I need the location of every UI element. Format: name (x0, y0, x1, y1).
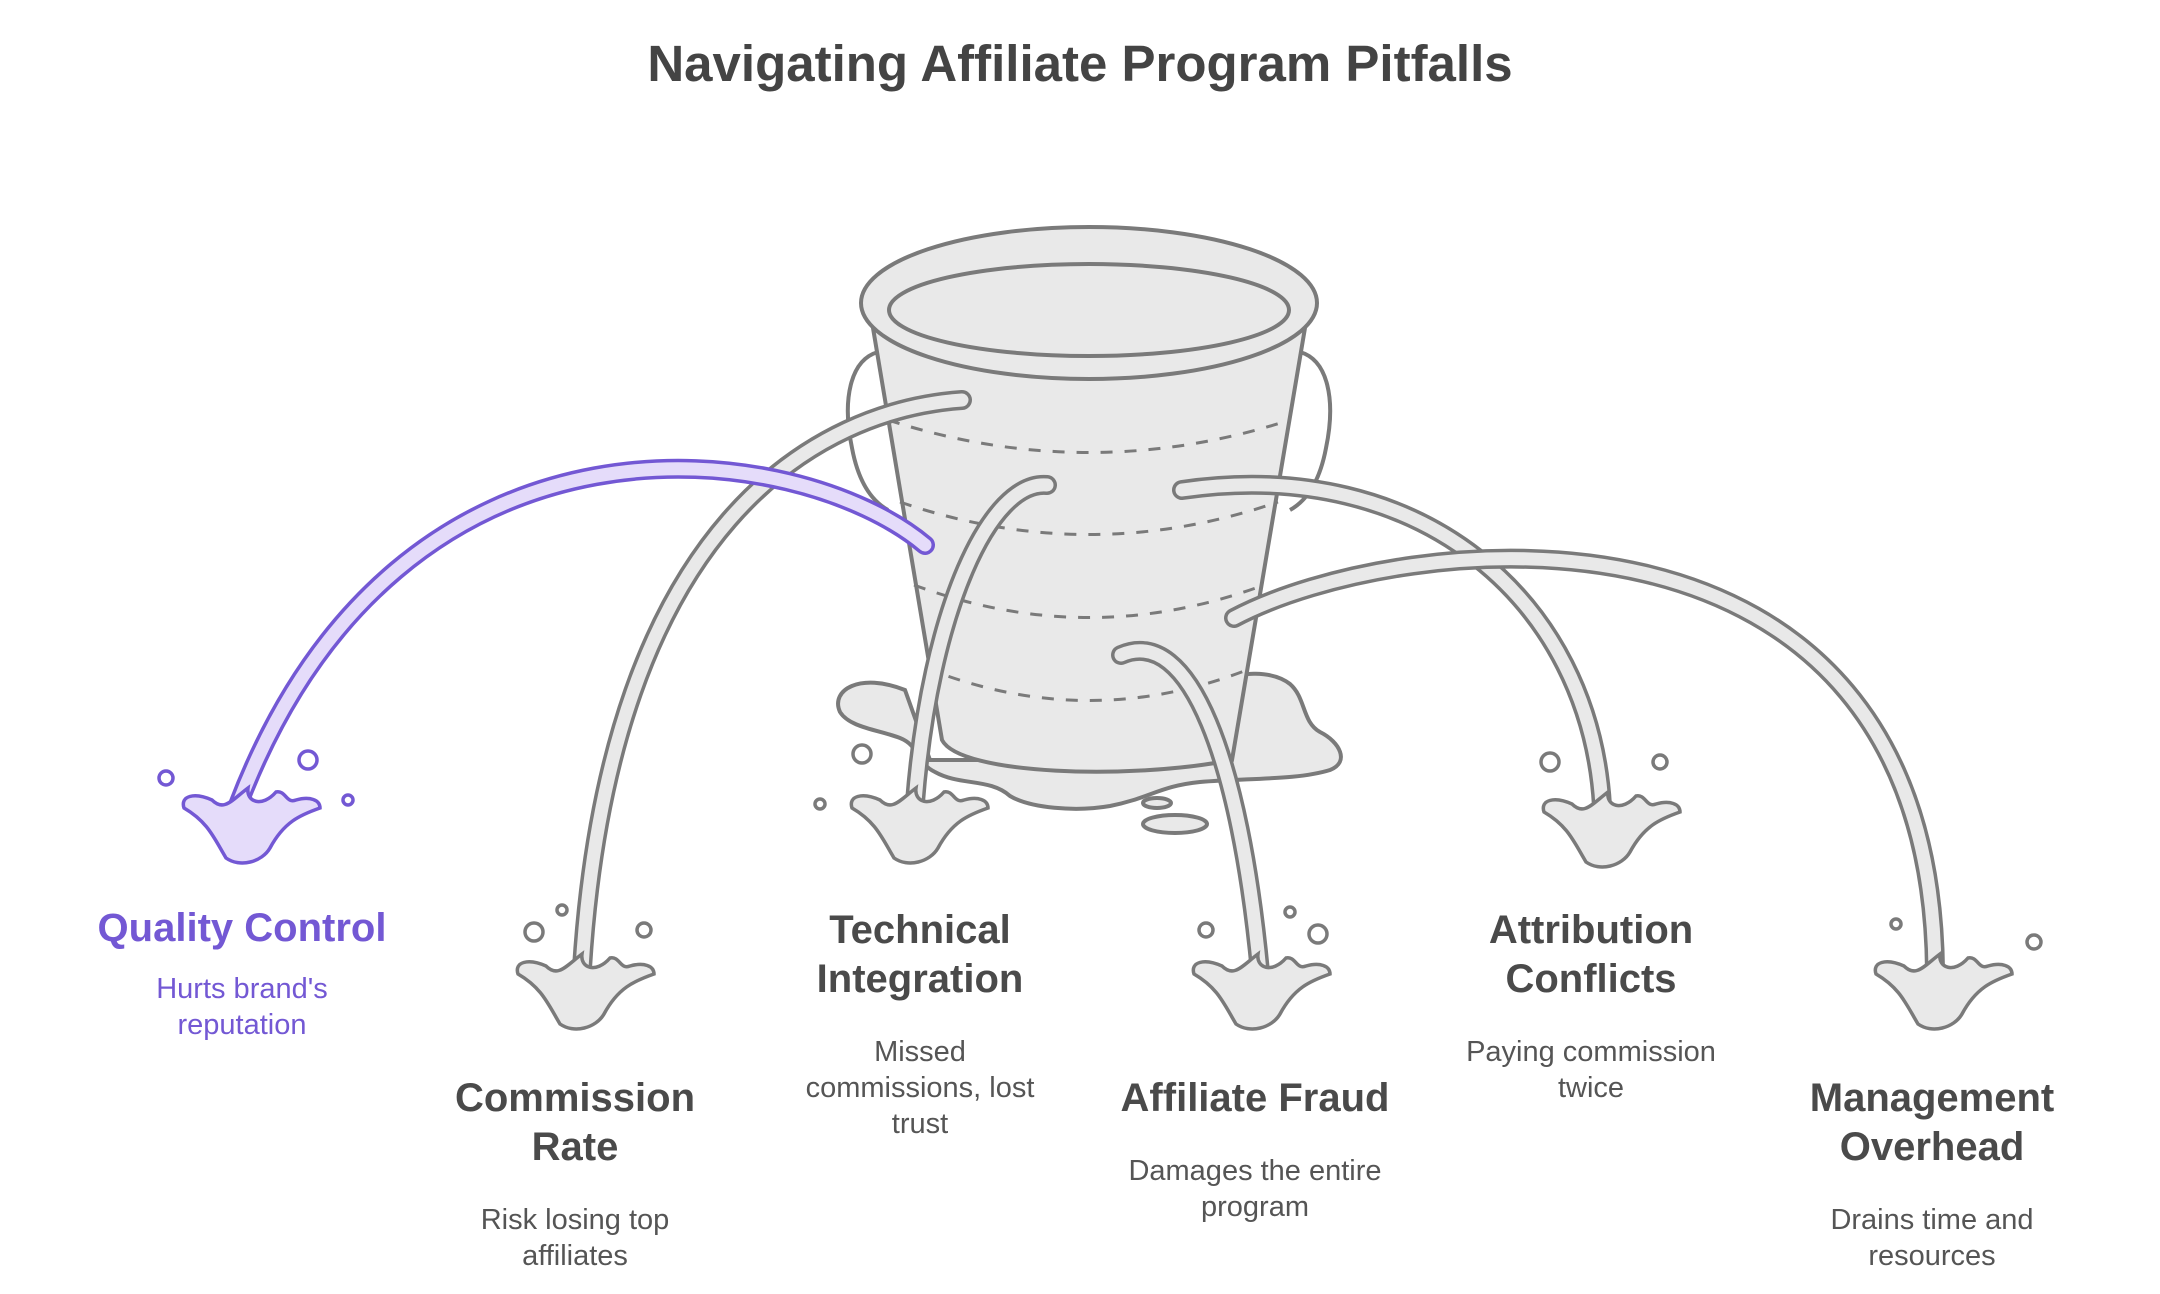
splash-technical-integration (813, 743, 990, 865)
bucket-opening (887, 262, 1291, 358)
splash-attribution-conflicts (1539, 751, 1682, 869)
splashes (157, 743, 2043, 1031)
pitfall-name: Commission Rate (454, 1076, 696, 1169)
pitfall-description: Paying commission twice (1466, 1036, 1716, 1104)
pitfall-name: Affiliate Fraud (1120, 1076, 1390, 1120)
pitfall-management-overhead: Management Overhead Drains time and reso… (1722, 1074, 2142, 1274)
pitfall-commission-rate: Commission Rate Risk losing top affiliat… (365, 1074, 785, 1274)
splash-management-overhead (1873, 917, 2043, 1031)
pitfall-name: Attribution Conflicts (1488, 908, 1694, 1001)
pitfall-description: Hurts brand's reputation (156, 973, 328, 1041)
pitfall-affiliate-fraud: Affiliate Fraud Damages the entire progr… (1045, 1074, 1465, 1225)
splash-commission-rate (515, 903, 656, 1031)
stream-quality-control (228, 458, 935, 815)
pitfall-description: Drains time and resources (1830, 1204, 2034, 1272)
pitfall-attribution-conflicts: Attribution Conflicts Paying commission … (1381, 906, 1801, 1106)
splash-affiliate-fraud (1191, 905, 1332, 1031)
pitfall-name: Technical Integration (816, 908, 1024, 1001)
pitfall-quality-control: Quality Control Hurts brand's reputation (32, 904, 452, 1043)
pitfall-name: Quality Control (97, 906, 387, 950)
pitfall-technical-integration: Technical Integration Missed commissions… (710, 906, 1130, 1142)
pitfall-description: Damages the entire program (1128, 1155, 1382, 1223)
water-puddle (836, 671, 1343, 835)
diagram-title: Navigating Affiliate Program Pitfalls (647, 35, 1513, 92)
pitfall-name: Management Overhead (1809, 1076, 2055, 1169)
pitfall-description: Risk losing top affiliates (480, 1204, 670, 1272)
pitfall-description: Missed commissions, lost trust (805, 1036, 1035, 1140)
splash-quality-control (157, 749, 355, 865)
leak-streams (228, 390, 1945, 982)
bucket (859, 225, 1319, 774)
